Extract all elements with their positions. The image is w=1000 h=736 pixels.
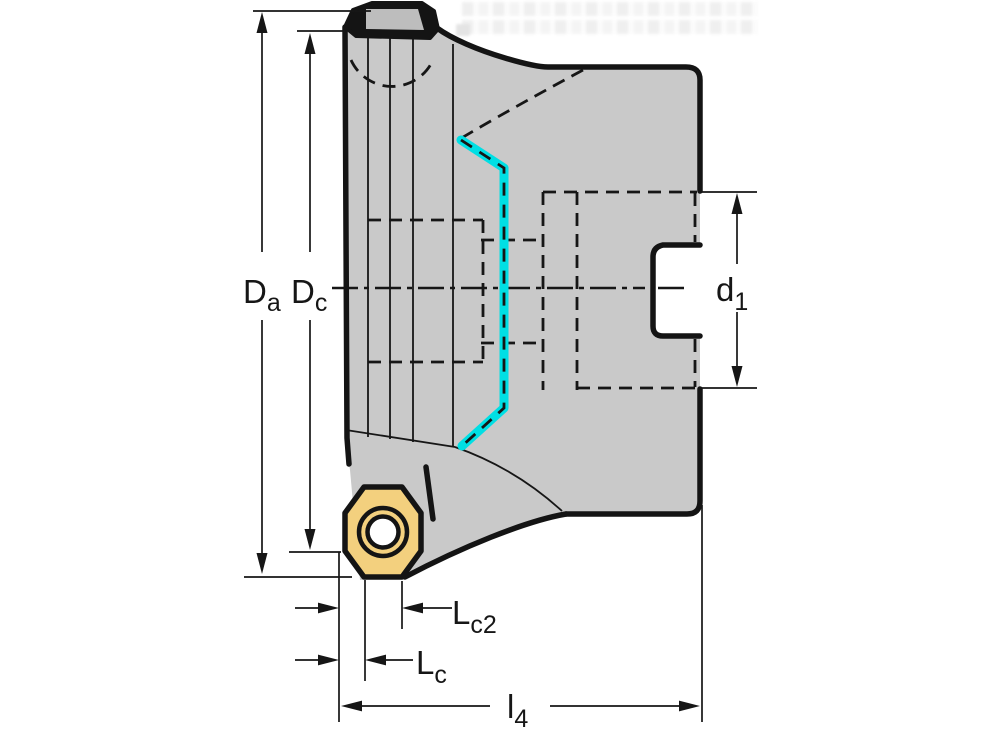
facet-lines [345,33,563,512]
body-outline [342,24,703,580]
insert-hole-outer-ring [356,505,410,559]
insert-seat-arc [349,59,435,88]
top-insert-silhouette [343,1,440,40]
dimension-arrowheads [256,12,743,712]
hidden-lines [349,59,697,390]
cutter-body [345,3,700,580]
label-l4: l4 [507,688,528,733]
label-Dc: Dc [291,273,327,317]
dimension-lines [244,10,757,722]
label-Da: Da [243,273,281,317]
flute-hidden-edge [459,68,584,141]
drive-slot-outline [650,242,703,339]
label-d1: d1 [716,271,748,316]
label-Lc2: Lc2 [452,594,497,639]
highlight-edge-dashes [460,138,506,448]
octagon-insert [342,484,424,580]
top-insert-face [366,9,424,30]
label-Lc: Lc [416,644,447,689]
insert-screw-hole [365,514,401,550]
